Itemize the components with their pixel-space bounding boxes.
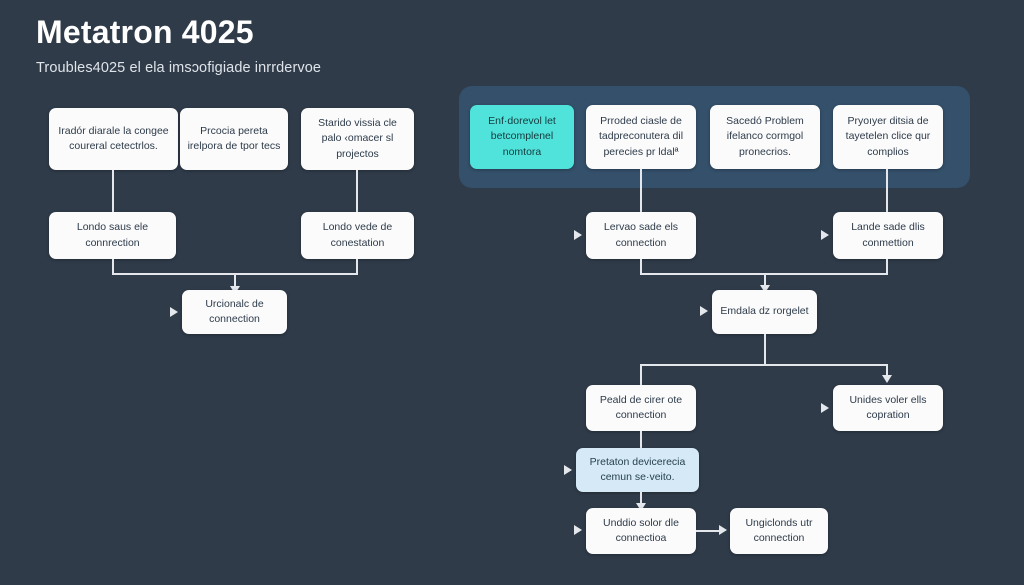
node-panel-4[interactable]: Pryoıyer ditsia de tayetelen clice qur c… [833, 105, 943, 169]
arrow-right-icon-right-row3 [700, 306, 708, 316]
edge-right-r4-down [640, 431, 642, 449]
edge-left-c3-down [356, 170, 358, 212]
node-panel-3[interactable]: Sacedó Problem ifelanco cormgol pronecri… [710, 105, 820, 169]
arrow-down-icon-right-split [882, 375, 892, 383]
edge-right-r3-down [764, 334, 766, 365]
arrow-right-icon-right-row6-1 [574, 525, 582, 535]
arrow-right-icon-right-row2-1 [574, 230, 582, 240]
arrow-down-icon-right-row6 [636, 503, 646, 511]
edge-left-r2b-down [356, 259, 358, 274]
node-left-row3-1[interactable]: Urcionalc de connection [182, 290, 287, 334]
node-right-row5-1[interactable]: Pretaton devicerecia cemun se·veito. [576, 448, 699, 492]
edge-right-p2-down [640, 169, 642, 212]
edge-right-split-left-down [640, 364, 642, 385]
edge-left-r2a-down [112, 259, 114, 274]
edge-right-merge-down [764, 273, 766, 287]
node-left-row2-1[interactable]: Londo saus ele connrection [49, 212, 176, 259]
header: Metatron 4025 Troubles4025 el ela imsɔof… [36, 14, 321, 76]
edge-right-p4-down [886, 169, 888, 212]
arrow-down-icon-right-merge [760, 285, 770, 293]
edge-right-r2a-down [640, 259, 642, 274]
node-right-row6-1[interactable]: Unddio solor dle connectioa [586, 508, 696, 554]
edge-right-r5-down [640, 492, 642, 507]
edge-right-split-bar [640, 364, 887, 366]
page-subtitle: Troubles4025 el ela imsɔofigiade inrrder… [36, 59, 322, 76]
node-right-row6-2[interactable]: Ungiclonds utr connection [730, 508, 828, 554]
node-left-row1-3[interactable]: Starido vissia cle palo ‹omacer sl proje… [301, 108, 414, 170]
edge-right-r2b-down [886, 259, 888, 274]
arrow-right-icon-right-row2-2 [821, 230, 829, 240]
node-right-row3-1[interactable]: Emdala dz rorgelet [712, 290, 817, 334]
edge-left-c1-down [112, 170, 114, 212]
node-right-row4-2[interactable]: Unides voler ells copration [833, 385, 943, 431]
node-right-row2-1[interactable]: Lervao sade els connection [586, 212, 696, 259]
node-right-row4-1[interactable]: Peald de cirer ote connection [586, 385, 696, 431]
node-left-row1-1[interactable]: Iradór diarale la congee coureral cetect… [49, 108, 178, 170]
arrow-right-icon-left-row3 [170, 307, 178, 317]
edge-right-row6-link [696, 530, 722, 532]
arrow-right-icon-right-row4-2 [821, 403, 829, 413]
node-left-row1-2[interactable]: Prcocia pereta irelpora de tpor tecs [180, 108, 288, 170]
edge-right-split-right-down [886, 364, 888, 377]
arrow-right-icon-right-row6-2 [719, 525, 727, 535]
node-right-row2-2[interactable]: Lande sade dlis conmettion [833, 212, 943, 259]
node-left-row2-2[interactable]: Londo vede de conestation [301, 212, 414, 259]
edge-left-merge-down [234, 273, 236, 288]
arrow-right-icon-right-row5 [564, 465, 572, 475]
node-panel-2[interactable]: Prroded ciasle de tadpreconutera dil per… [586, 105, 696, 169]
node-panel-1-highlighted[interactable]: Enf·dorevol let betcomplenel nomtora [470, 105, 574, 169]
page-title: Metatron 4025 [36, 14, 254, 50]
